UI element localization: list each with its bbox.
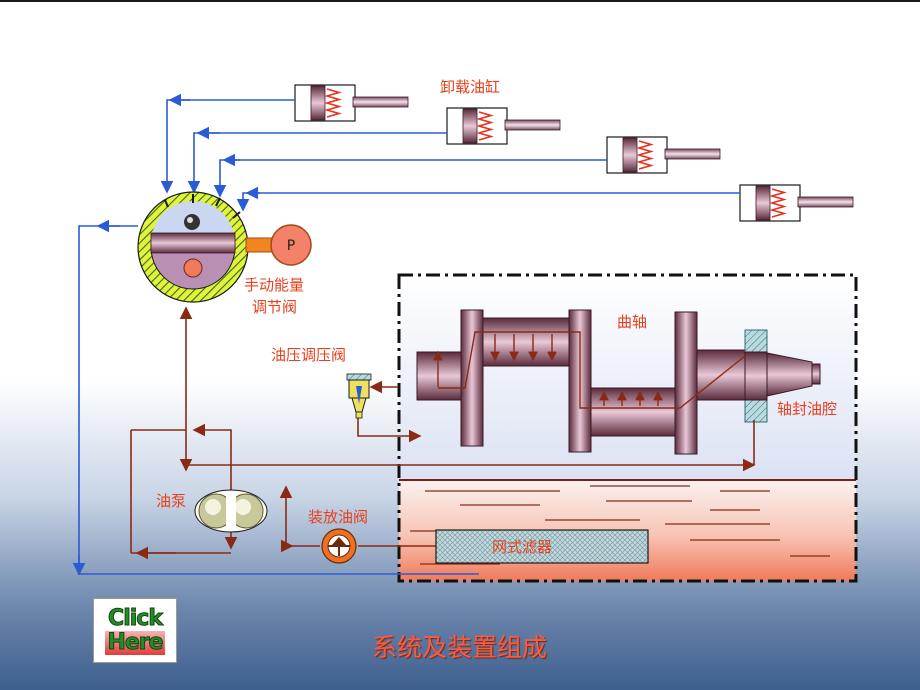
component-labels: 卸载油缸 手动能量 调节阀 油压调压阀 曲轴 轴封油腔 油泵 装放油阀 网式滤器 <box>156 78 837 556</box>
label-shaft-seal-chamber: 轴封油腔 <box>777 400 837 418</box>
pressure-gauge-label: P <box>287 238 295 254</box>
label-manual-valve-1: 手动能量 <box>244 276 304 294</box>
click-here-button[interactable]: Click Here <box>93 598 177 663</box>
label-oil-charge-valve: 装放油阀 <box>308 508 368 526</box>
label-manual-valve-2: 调节阀 <box>252 298 297 316</box>
oil-pump[interactable] <box>194 489 268 533</box>
label-oil-pump: 油泵 <box>156 492 186 510</box>
mesh-filter <box>435 529 649 564</box>
pressure-regulating-valve[interactable] <box>346 373 372 419</box>
oil-charge-drain-valve[interactable] <box>321 528 357 564</box>
crankshaft <box>416 309 821 455</box>
label-crankshaft: 曲轴 <box>617 313 647 331</box>
spring-icon <box>324 88 342 118</box>
spring-icon <box>636 140 654 170</box>
manual-energy-valve[interactable] <box>137 191 249 303</box>
unload-cylinder-3 <box>606 136 721 174</box>
label-pressure-reg-valve: 油压调压阀 <box>271 346 346 364</box>
spring-icon <box>769 188 787 218</box>
unload-control-lines <box>72 93 740 576</box>
click-here-line1: Click <box>108 605 164 631</box>
click-here-line2: Here <box>105 629 165 655</box>
label-mesh-filter: 网式滤器 <box>492 538 552 556</box>
unload-cylinder-1 <box>294 84 409 122</box>
oil-lines <box>130 306 756 560</box>
label-unload-cylinder: 卸载油缸 <box>440 78 500 96</box>
unload-cylinder-2 <box>446 107 561 145</box>
slide-title: 系统及装置组成 <box>372 633 548 662</box>
spring-icon <box>476 111 494 141</box>
unload-cylinder-4 <box>739 184 854 222</box>
pressure-gauge: P <box>245 224 312 266</box>
